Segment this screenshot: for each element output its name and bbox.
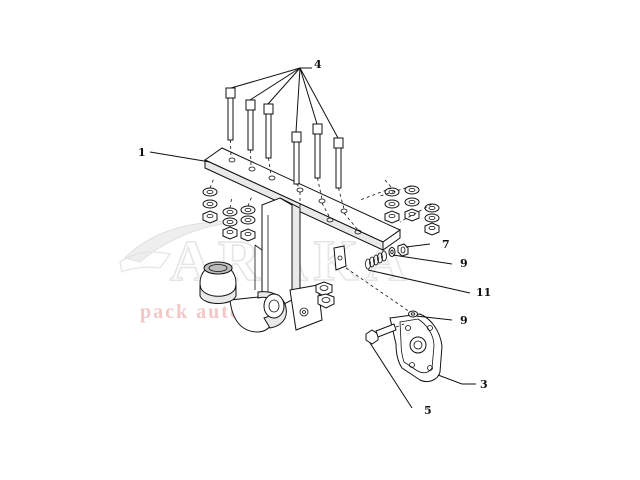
label-5: 5 — [424, 404, 432, 417]
right-washer-nut-stack — [359, 179, 440, 236]
washer — [240, 205, 256, 215]
nut — [397, 243, 409, 257]
connector-dash — [345, 267, 411, 313]
bolt-5 — [312, 123, 323, 200]
bolt-1 — [225, 87, 236, 159]
washer — [384, 199, 400, 209]
label-1: 1 — [138, 146, 146, 159]
washer — [240, 215, 256, 225]
beam-tab — [333, 245, 347, 271]
bolt-2 — [245, 99, 256, 168]
label-11: 11 — [476, 286, 491, 299]
leader-lines — [149, 67, 476, 409]
washer — [222, 217, 238, 227]
washer — [404, 185, 420, 195]
label-7: 7 — [442, 238, 450, 251]
bracket-nuts — [315, 281, 335, 309]
washer — [424, 203, 440, 213]
spring — [365, 250, 387, 270]
plate-washer — [408, 310, 418, 318]
washer — [202, 187, 218, 197]
washer — [202, 199, 218, 209]
part-labels: 4 1 7 9 11 9 3 5 — [138, 58, 491, 417]
label-9-upper: 9 — [460, 257, 468, 270]
washer — [222, 207, 238, 217]
bolt-3 — [263, 103, 274, 177]
washer — [404, 197, 420, 207]
tow-ball — [199, 261, 287, 333]
spring-and-nut — [365, 243, 409, 270]
washer — [424, 213, 440, 223]
washer — [388, 247, 396, 257]
nut — [240, 228, 256, 242]
nut — [222, 226, 238, 240]
nut — [424, 222, 440, 236]
vertical-bracket — [254, 197, 323, 331]
label-3: 3 — [480, 378, 488, 391]
bolt-6 — [333, 137, 345, 210]
socket-plate — [389, 313, 443, 383]
nut — [404, 208, 420, 222]
plate-bolt — [365, 323, 405, 345]
nut — [384, 210, 400, 224]
bolt-4 — [291, 131, 302, 189]
nut — [202, 210, 218, 224]
label-9-lower: 9 — [460, 314, 468, 327]
watermark-caption: pack auto — [140, 301, 242, 323]
label-4: 4 — [314, 58, 322, 71]
left-washer-nut-stack — [202, 177, 256, 242]
